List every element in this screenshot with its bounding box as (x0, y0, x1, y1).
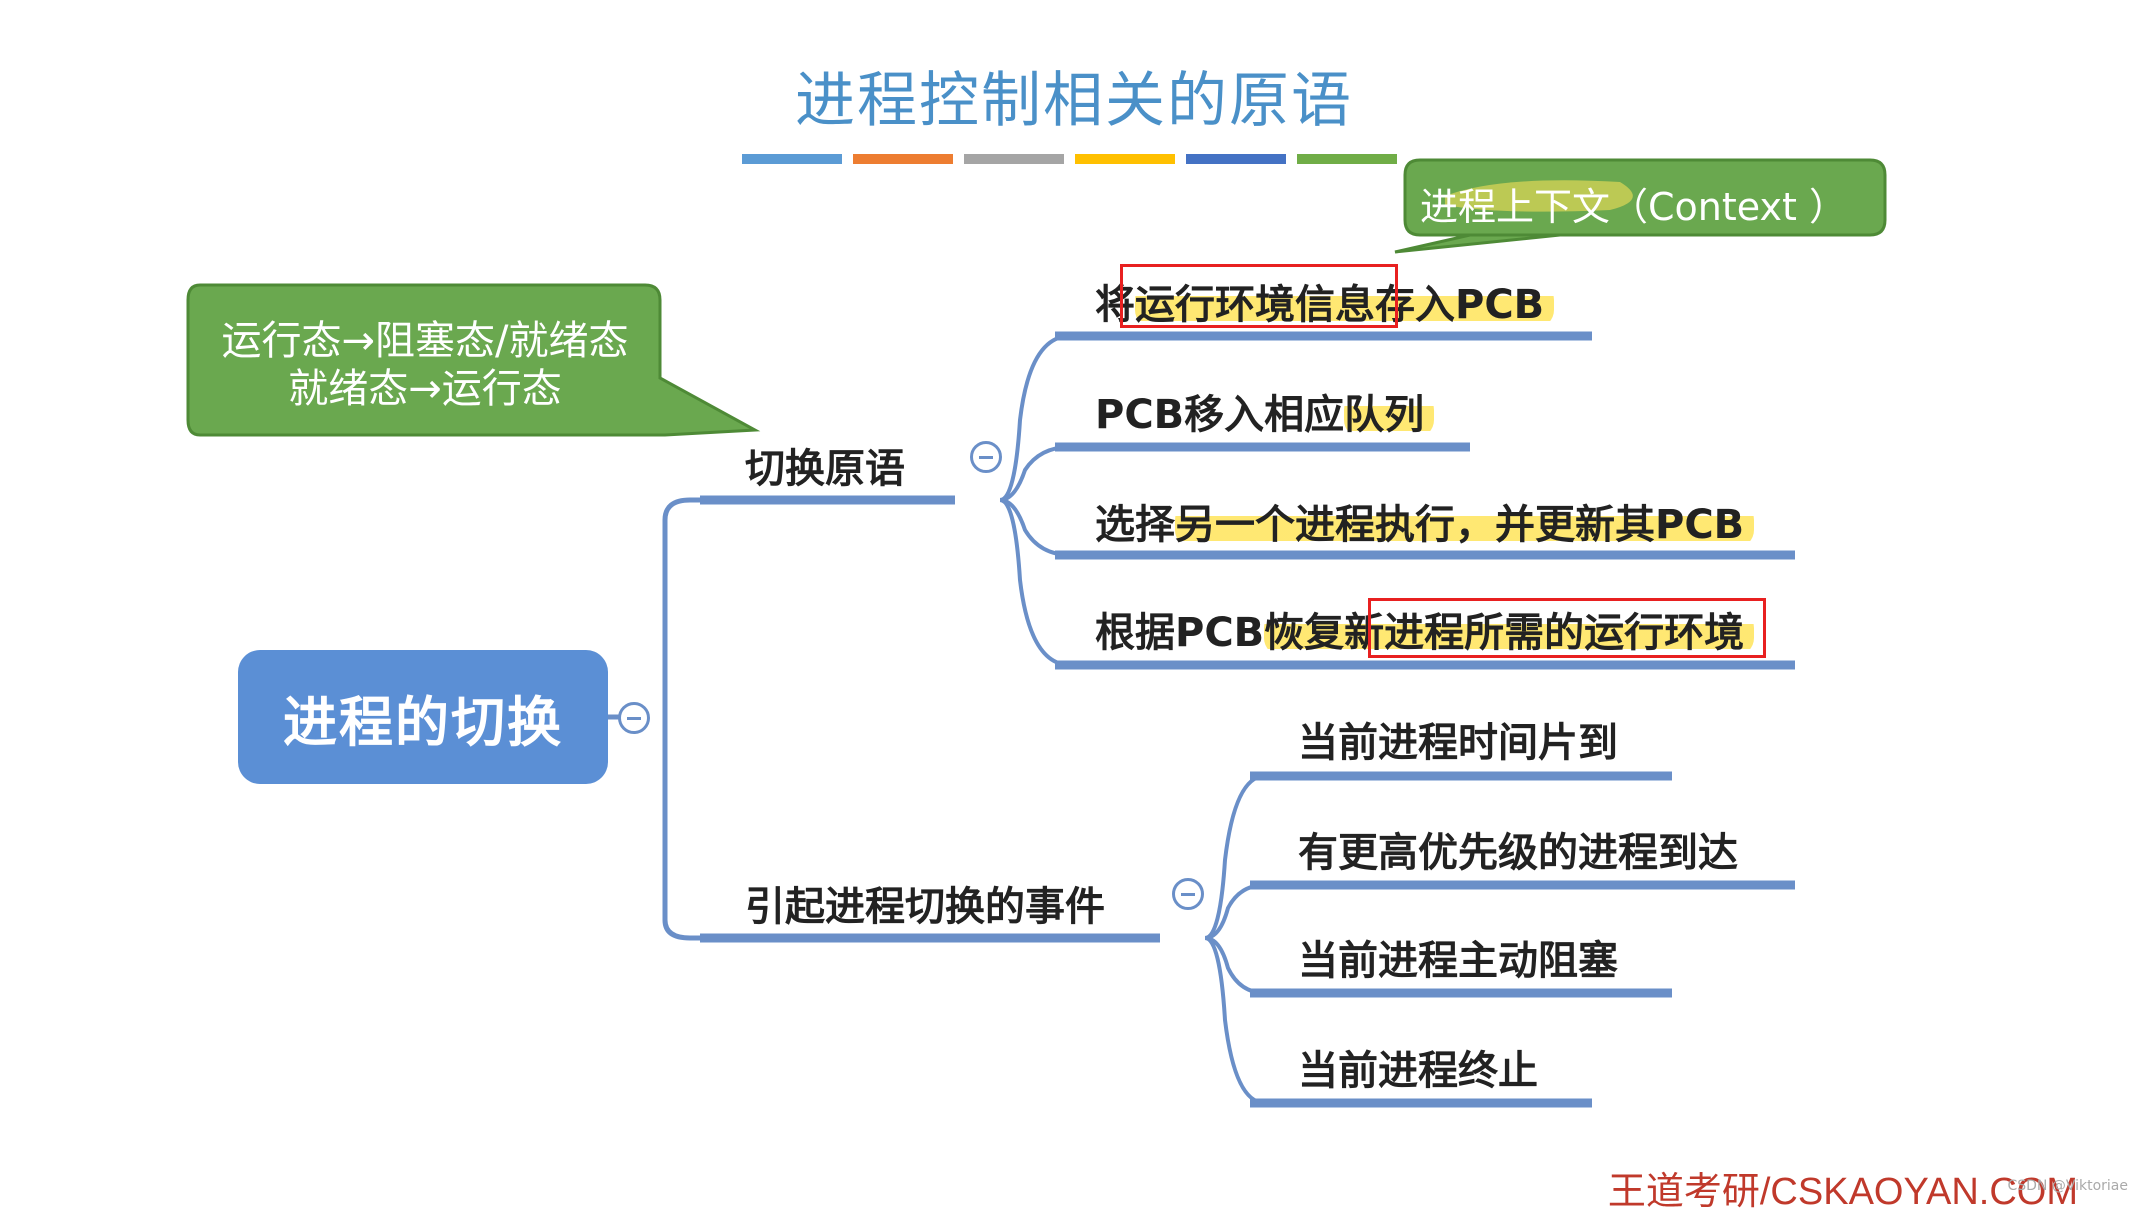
child-connector-1-2 (999, 445, 1071, 502)
highlight-box-run-env (1120, 264, 1398, 328)
branch-connector-2 (662, 717, 1160, 941)
child-node-move-pcb[interactable]: PCB移入相应队列 (1095, 382, 1435, 440)
branch-node-switch-primitive[interactable]: 切换原语 (745, 446, 905, 492)
callout-left-line1: 运行态→阻塞态/就绪态 (221, 318, 629, 364)
title-bar-segment (964, 154, 1064, 164)
title-bar-segment (1075, 154, 1175, 164)
child-connector-1-4 (999, 498, 1071, 667)
page-title: 进程控制相关的原语 (795, 66, 1353, 136)
root-node[interactable]: 进程的切换 (238, 650, 608, 784)
child-node-time-slice[interactable]: 当前进程时间片到 (1298, 720, 1618, 766)
child-node-higher-priority[interactable]: 有更高优先级的进程到达 (1298, 830, 1738, 876)
watermark: CSDN @Viktoriae (2007, 1178, 2128, 1194)
child-node-save-context[interactable]: 将运行环境信息存入PCB (1095, 272, 1555, 330)
callout-left-bubble (186, 283, 761, 437)
child-node-restore-context[interactable]: 根据PCB恢复新进程所需的运行环境 (1095, 600, 1755, 658)
child-connector-1-3 (999, 498, 1071, 557)
collapse-icon[interactable] (618, 702, 650, 734)
callout-context-label: 进程上下文（Context ） (1420, 185, 1847, 229)
child-node-terminate[interactable]: 当前进程终止 (1298, 1048, 1538, 1094)
title-bar-segment (1297, 154, 1397, 164)
child-connector-2-4 (1204, 936, 1266, 1105)
collapse-icon[interactable] (970, 441, 1002, 473)
child-node-active-block[interactable]: 当前进程主动阻塞 (1298, 938, 1618, 984)
title-bar-segment (1186, 154, 1286, 164)
highlight-box-new-env (1368, 598, 1766, 658)
branch-connector-1 (662, 497, 955, 717)
child-node-select-process[interactable]: 选择另一个进程执行，并更新其PCB (1095, 492, 1755, 550)
branch-node-switch-events[interactable]: 引起进程切换的事件 (745, 884, 1105, 930)
child-connector-2-1 (1204, 774, 1266, 940)
collapse-icon[interactable] (1172, 878, 1204, 910)
title-bar-segment (853, 154, 953, 164)
child-connector-1-1 (999, 334, 1071, 502)
callout-left-line2: 就绪态→运行态 (288, 366, 562, 412)
title-bar-segment (742, 154, 842, 164)
